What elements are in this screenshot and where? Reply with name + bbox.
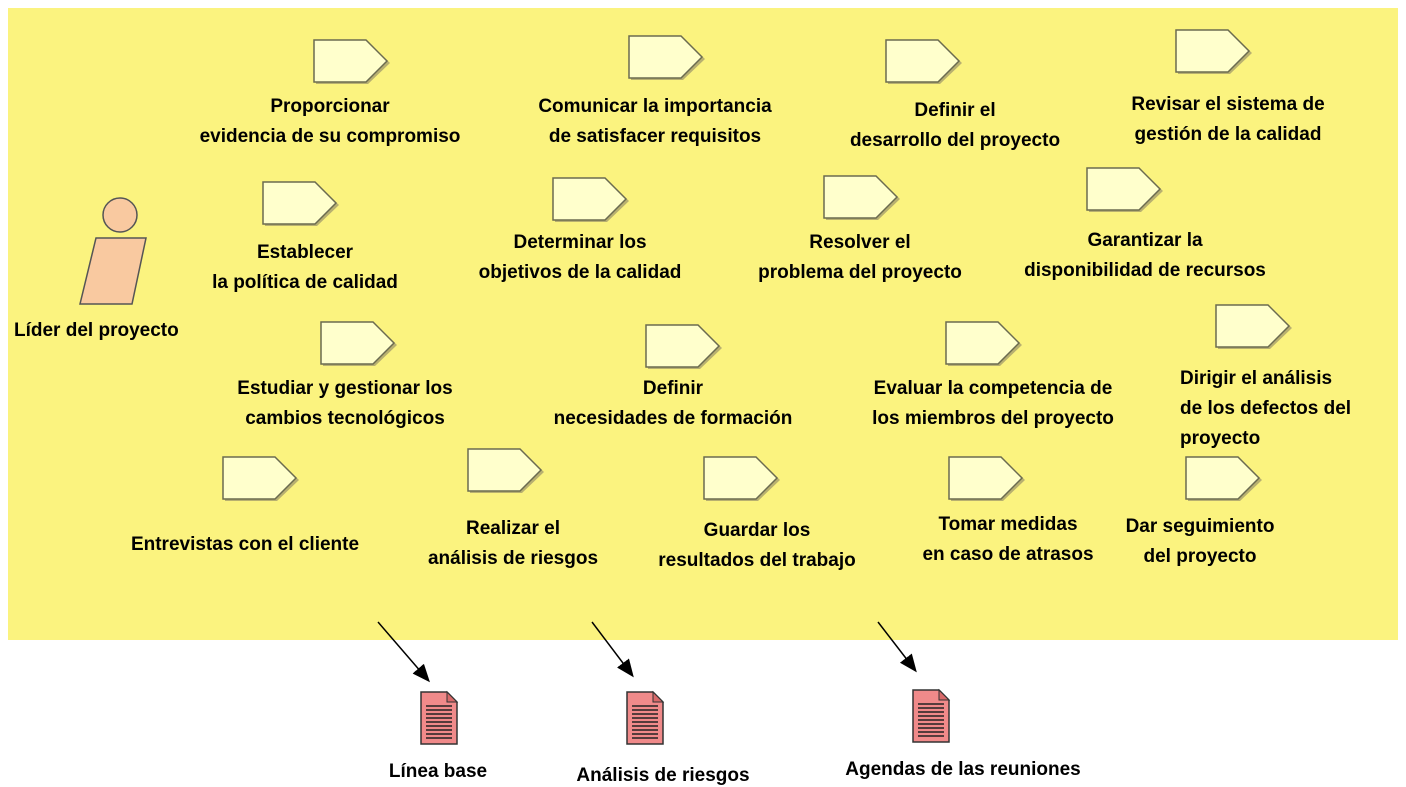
activity-label: Determinar los objetivos de la calidad [478, 232, 682, 283]
activity-label: Resolver el problema del proyecto [758, 232, 962, 283]
activity-icon [1215, 304, 1292, 349]
activity-label: Garantizar la disponibilidad de recursos [1024, 230, 1266, 281]
activity-icon [467, 448, 544, 493]
activity-icon [1086, 167, 1163, 212]
activity-icon [645, 324, 722, 369]
activity-label: Entrevistas con el cliente [130, 534, 360, 555]
activity-icon [948, 456, 1025, 501]
activity-label: Guardar los resultados del trabajo [658, 520, 856, 571]
activity-icon [945, 321, 1022, 366]
activity-label: Revisar el sistema de gestión de la cali… [1131, 94, 1325, 145]
actor-icon [79, 197, 147, 305]
document-label: Agendas de las reuniones [845, 759, 1081, 780]
activity-icon [1185, 456, 1262, 501]
document-label: Línea base [388, 761, 488, 782]
activity-label: Tomar medidas en caso de atrasos [922, 514, 1094, 565]
activity-icon [703, 456, 780, 501]
activity-icon [222, 456, 299, 501]
activity-label: Dirigir el análisis de los defectos del … [1180, 368, 1352, 449]
activity-icon [628, 35, 705, 80]
activity-label: Dar seguimiento del proyecto [1125, 516, 1275, 567]
activity-label: Estudiar y gestionar los cambios tecnoló… [237, 378, 453, 429]
document-icon [626, 690, 665, 745]
document-icon [420, 690, 459, 745]
activity-icon [313, 39, 390, 84]
output-arrow [591, 621, 634, 678]
activity-label: Proporcionar evidencia de su compromiso [199, 96, 461, 147]
activity-icon [320, 321, 397, 366]
activity-label: Evaluar la competencia de los miembros d… [872, 378, 1114, 429]
activity-label: Realizar el análisis de riesgos [427, 518, 599, 569]
actor-label: Líder del proyecto [14, 320, 179, 341]
activity-label: Establecer la política de calidad [212, 242, 398, 293]
output-arrow [877, 621, 917, 673]
activity-icon [823, 175, 900, 220]
activity-icon [885, 39, 962, 84]
document-icon [912, 688, 951, 743]
document-label: Análisis de riesgos [576, 765, 750, 786]
actor-swimlane [8, 8, 1398, 640]
activity-label: Definir necesidades de formación [553, 378, 793, 429]
output-arrow [377, 621, 430, 683]
activity-label: Definir el desarrollo del proyecto [849, 100, 1061, 151]
activity-icon [1175, 29, 1252, 74]
activity-label: Comunicar la importancia de satisfacer r… [538, 96, 772, 147]
activity-icon [262, 181, 339, 226]
activity-icon [552, 177, 629, 222]
